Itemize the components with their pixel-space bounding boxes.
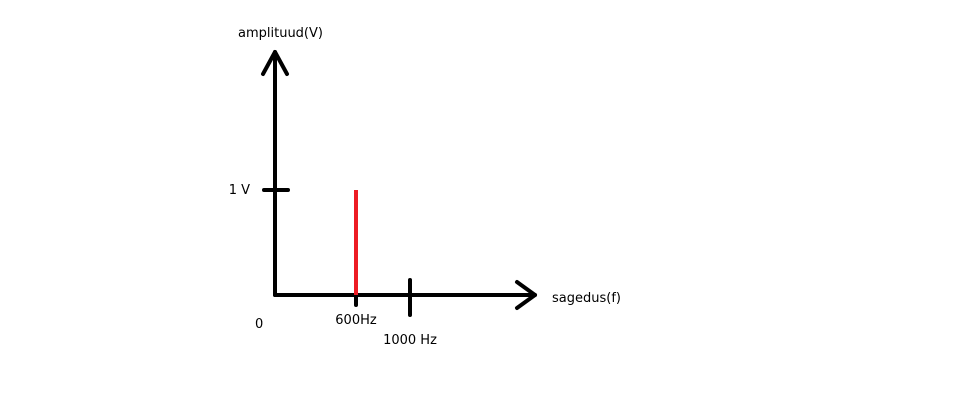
y-axis-label: amplituud(V)	[238, 26, 323, 41]
axis-ticks	[262, 188, 412, 317]
x-axis-label: sagedus(f)	[552, 291, 621, 306]
y-axis-arrowhead	[261, 50, 289, 76]
x-tick-label-0: 600Hz	[335, 313, 377, 328]
tick-labels: 1 V 600Hz 1000 Hz	[229, 183, 437, 348]
y-tick-label-0: 1 V	[229, 183, 250, 198]
origin-label: 0	[255, 317, 263, 332]
x-tick-label-1: 1000 Hz	[383, 333, 437, 348]
x-axis-arrowhead	[515, 280, 537, 310]
